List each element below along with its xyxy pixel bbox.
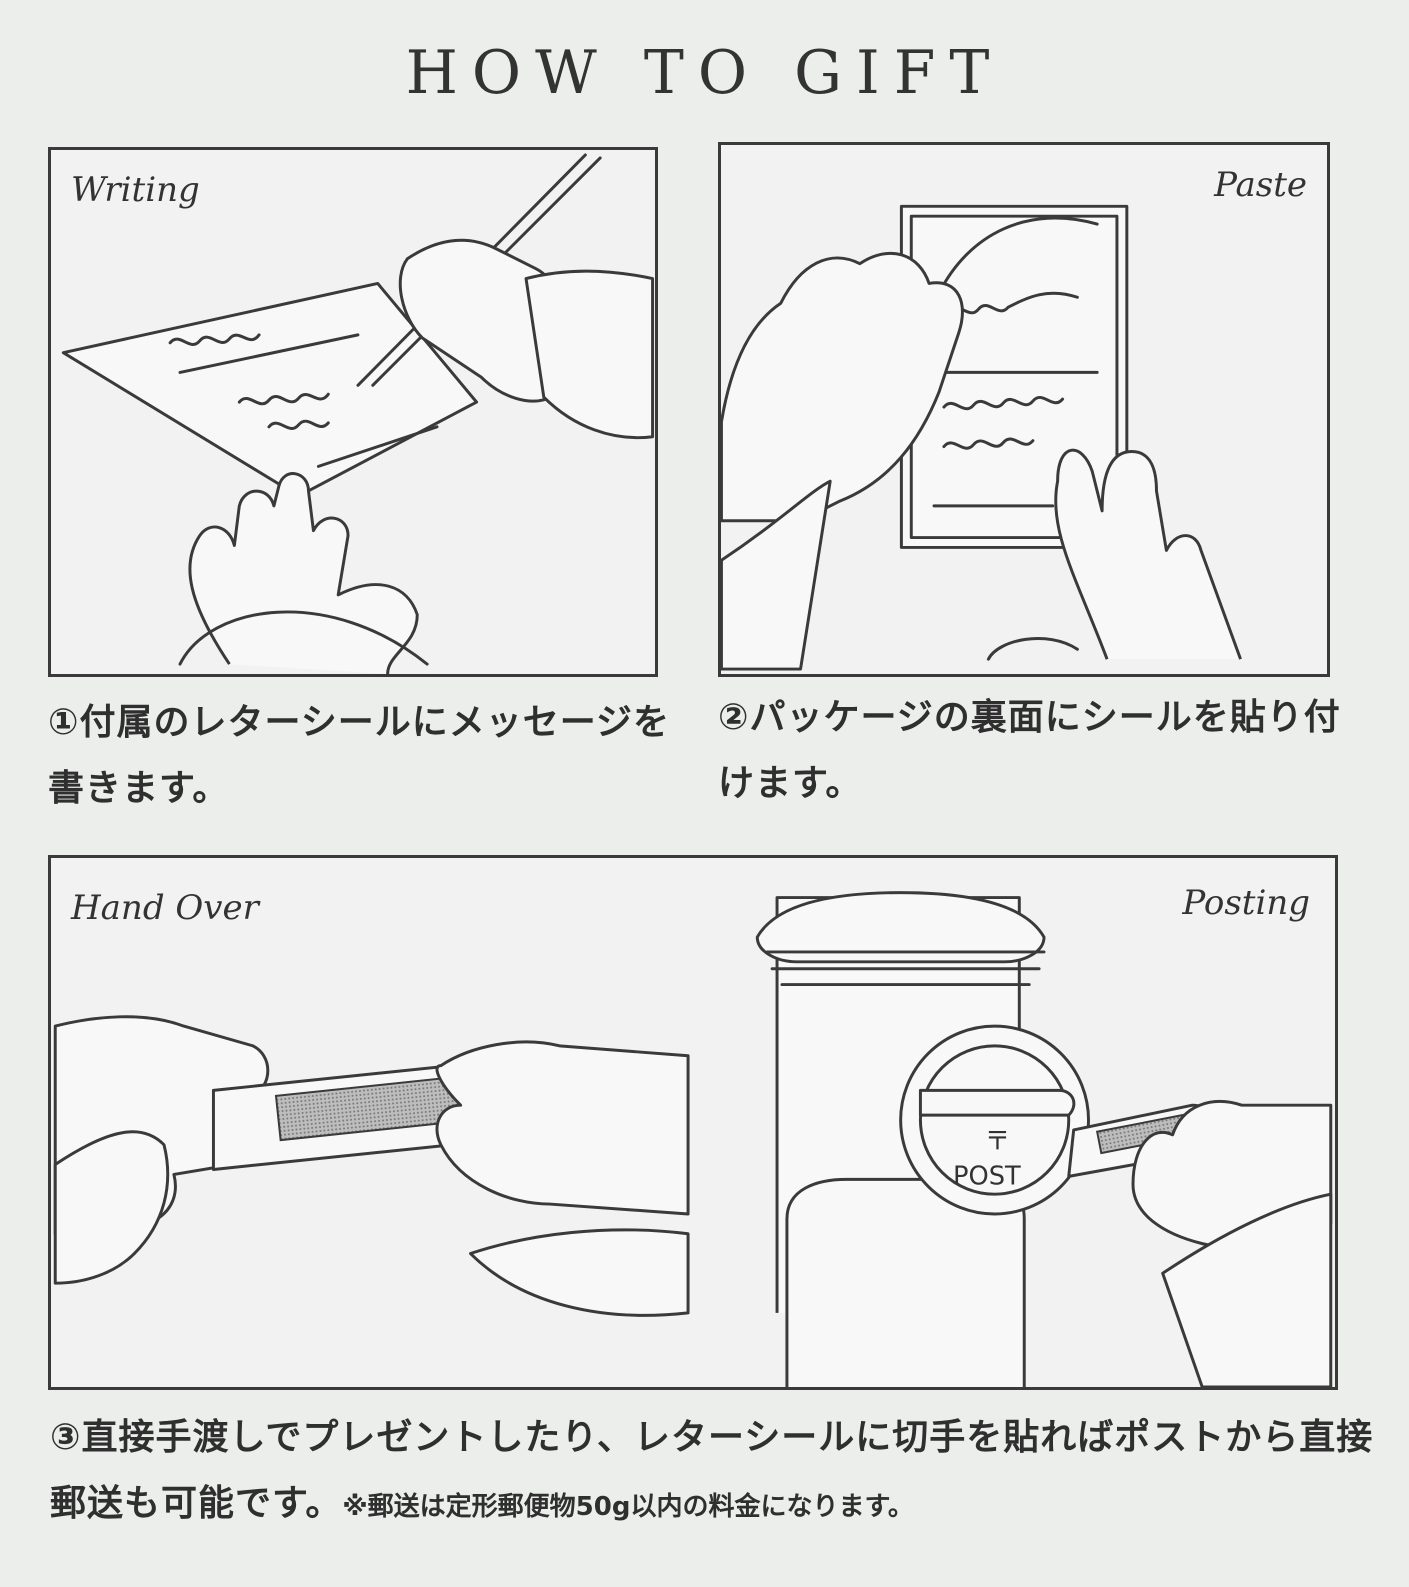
- hand-over-label: Hand Over: [71, 888, 259, 928]
- post-mark-icon: 〒: [985, 1127, 1011, 1157]
- paste-panel: Paste: [718, 142, 1330, 677]
- writing-label: Writing: [71, 170, 200, 210]
- step2-caption: ②パッケージの裏面にシールを貼り付けます。: [718, 697, 1341, 804]
- hand-over-posting-illustration: 〒 POST: [53, 891, 1333, 1387]
- step1-caption: ①付属のレターシールにメッセージを書きます。: [48, 702, 671, 809]
- page-title: HOW TO GIFT: [405, 38, 1004, 108]
- paste-illustration: [721, 204, 1242, 671]
- step3-note: ※郵送は定形郵便物50g以内の料金になります。: [342, 1492, 914, 1522]
- writing-panel: Writing: [48, 147, 658, 677]
- step3-caption: ③直接手渡しでプレゼントしたり、レターシールに切手を貼ればポストから直接郵送も可…: [50, 1405, 1380, 1540]
- step3-text: ③直接手渡しでプレゼントしたり、レターシールに切手を貼ればポストから直接郵送も可…: [50, 1417, 1374, 1524]
- paste-label: Paste: [1214, 165, 1307, 205]
- posting-label: Posting: [1182, 883, 1310, 923]
- hand-over-posting-panel: 〒 POST Hand Over Posting: [48, 855, 1338, 1390]
- writing-illustration: [61, 153, 655, 674]
- post-text: POST: [953, 1161, 1021, 1191]
